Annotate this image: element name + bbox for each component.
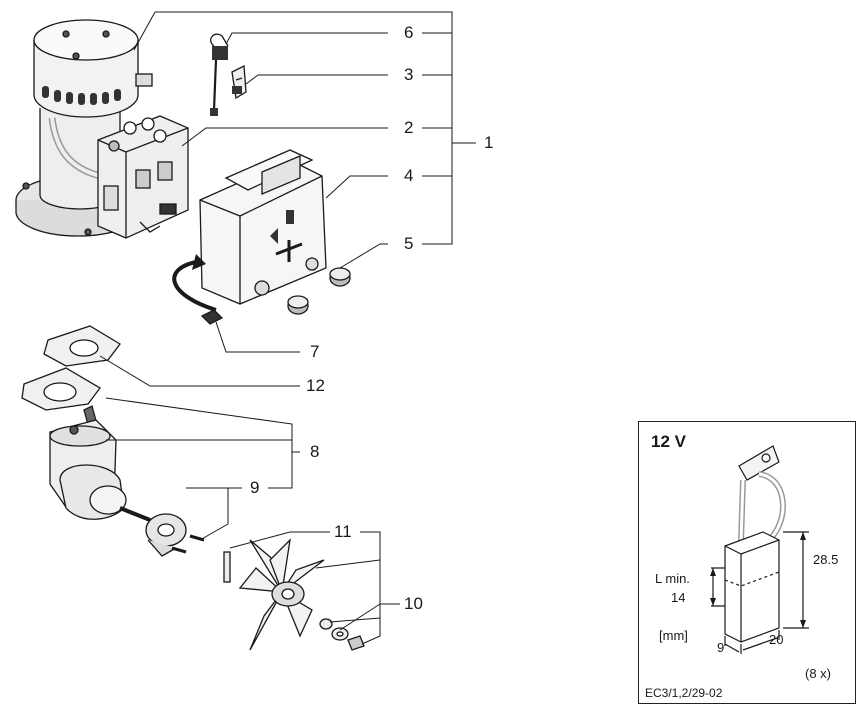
carbon-brush-drawing [710,445,809,654]
caps [287,267,351,315]
height-dimension: 28.5 [813,552,839,567]
leader-lines [99,11,476,645]
callout-5: 5 [404,234,414,253]
callout-10: 10 [404,594,423,613]
depth-dimension: 9 [717,640,725,655]
fan-hub [145,513,205,557]
callout-4: 4 [404,166,414,185]
fan-blade [238,538,325,651]
callout-7: 7 [310,342,320,361]
lmin-label: L min. [655,571,690,586]
fan-motor [49,405,151,522]
carbon-brush-inset: 12 V [638,421,856,704]
washers-nut [319,618,365,651]
quantity-label: (8 x) [805,666,831,681]
width-dimension: 20 [769,632,784,647]
drawing-code: EC3/1,2/29-02 [645,686,723,700]
fuse [200,309,224,325]
cover [199,149,327,305]
callout-9: 9 [250,478,260,497]
gaskets [21,325,121,411]
callout-8: 8 [310,442,320,461]
callout-11: 11 [334,522,352,541]
callout-12: 12 [306,376,325,395]
callout-2: 2 [404,118,414,137]
callout-1: 1 [484,133,494,152]
inset-title: 12 V [651,432,686,451]
rotate-arrow-icon [172,254,217,312]
unit-label: [mm] [659,628,688,643]
lmin-value: 14 [671,590,686,605]
callout-3: 3 [404,65,414,84]
valve-block [97,115,189,239]
callout-6: 6 [404,23,414,42]
sensor-cable [210,33,229,116]
pin [223,551,231,583]
clip [231,64,247,100]
